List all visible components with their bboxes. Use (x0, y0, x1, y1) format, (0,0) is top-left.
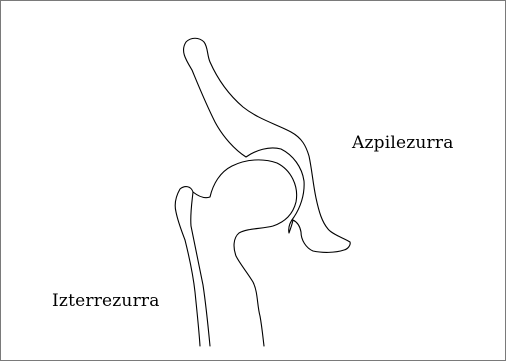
pelvis-label: Azpilezurra (351, 133, 454, 153)
femur-label: Izterrezurra (52, 291, 160, 311)
